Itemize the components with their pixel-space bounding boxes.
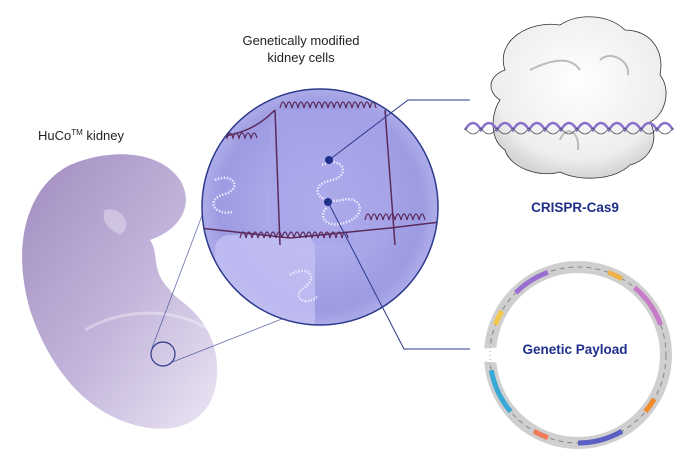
zoom-line-upper [151,204,207,349]
callout-line-crispr [328,99,470,161]
plasmid-segment [607,269,624,281]
plasmid-segment [632,285,664,326]
genetic-payload-plasmid [482,261,672,449]
kidney-illustration [22,154,218,429]
plasmid-segment [643,397,657,414]
label-genetic-payload: Genetic Payload [522,342,628,357]
plasmid-segment [514,269,549,295]
plasmid-segment [492,309,504,326]
kidney-cells-magnified [201,88,439,326]
zoom-source-circle [150,341,176,367]
plasmid-segment [532,429,549,441]
label-huco-kidney: HuCoTM kidney [38,128,125,143]
plasmid-segment [577,429,624,446]
label-crispr-cas9: CRISPR-Cas9 [531,200,619,215]
crispr-cas9-protein [463,16,675,179]
plasmid-segment [488,369,513,414]
callout-line-payload [327,201,470,350]
